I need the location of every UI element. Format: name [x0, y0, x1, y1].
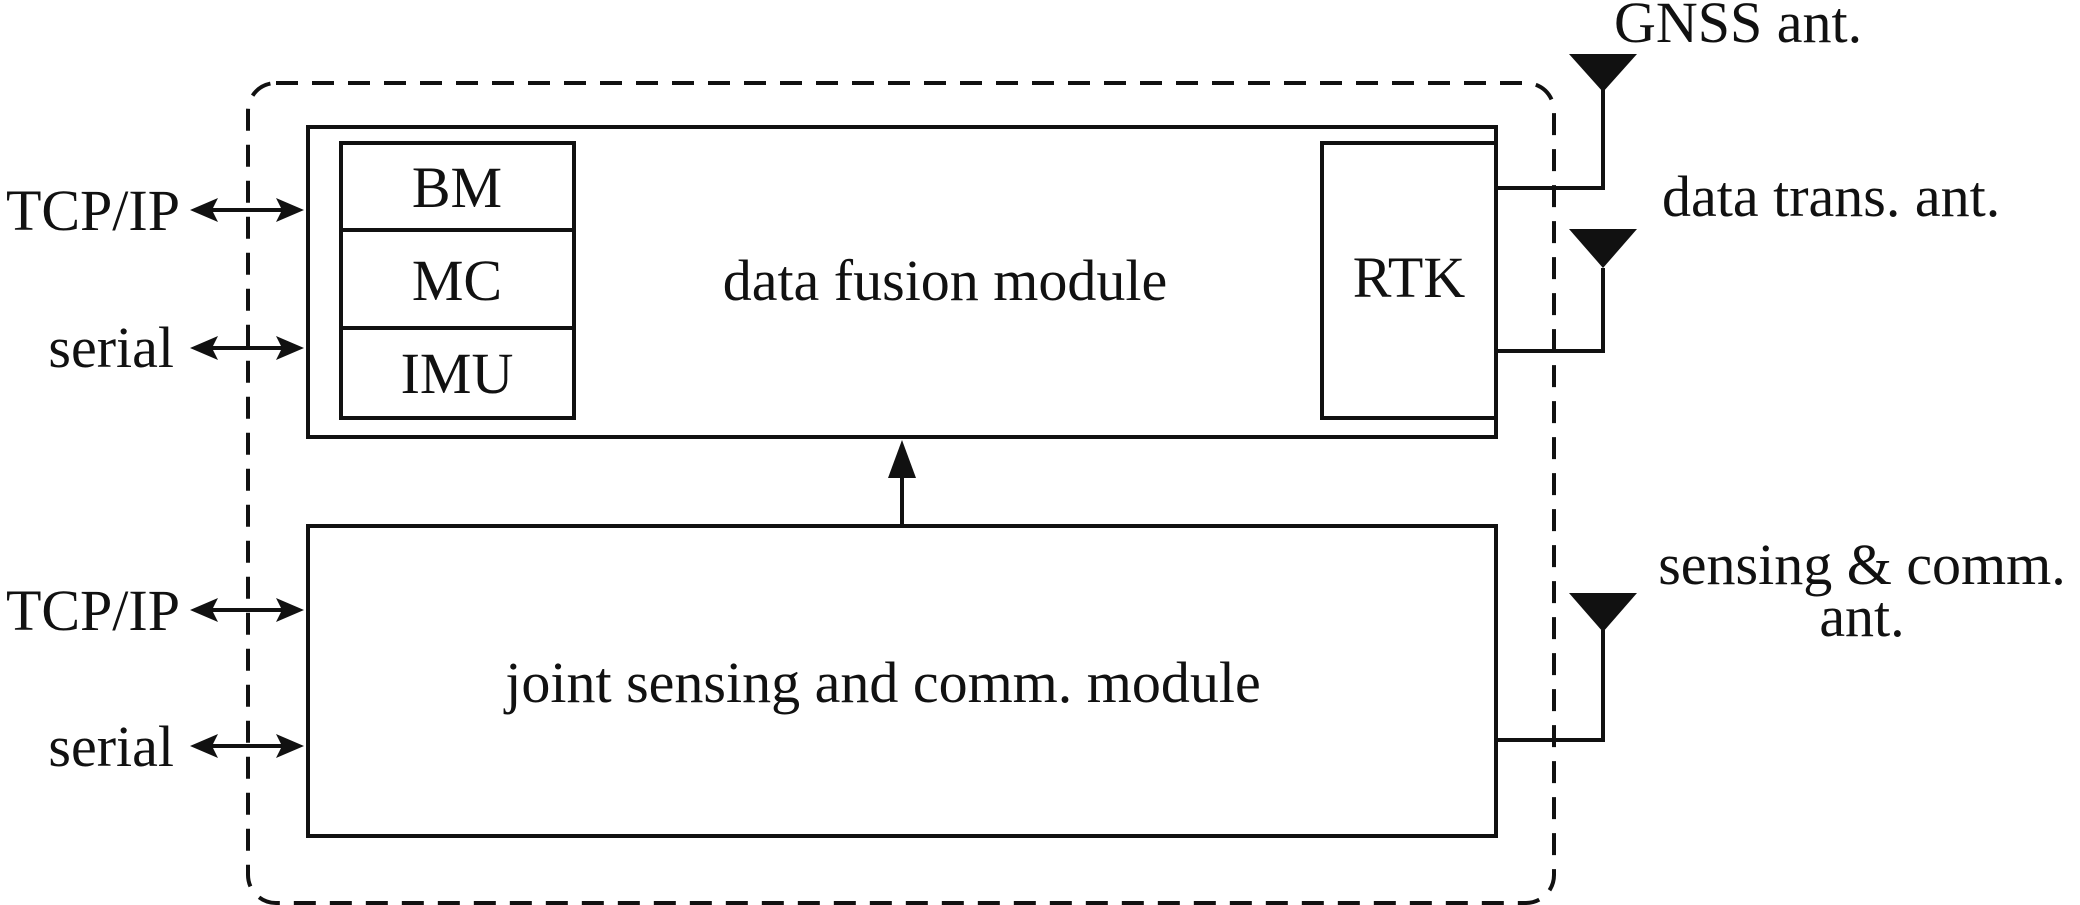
fusion-input-arrowhead — [888, 440, 916, 478]
interface-arrow-tcpip-bottom — [190, 598, 304, 622]
interface-serial-top: serial — [48, 315, 174, 380]
interface-tcpip-top: TCP/IP — [6, 178, 180, 243]
data-fusion-module-label: data fusion module — [723, 248, 1168, 313]
sensing-comm-antenna-label-line1: sensing & comm. — [1658, 532, 2066, 597]
sensing-comm-antenna — [1496, 593, 1637, 742]
joint-sensing-comm-module: joint sensing and comm. module — [306, 524, 1498, 838]
gnss-antenna-icon — [1569, 54, 1637, 92]
data-fusion-module: data fusion module BM MC IMU RTK — [306, 125, 1498, 439]
rtk-label: RTK — [1353, 245, 1466, 310]
interface-serial-bottom: serial — [48, 714, 174, 779]
joint-module-label: joint sensing and comm. module — [503, 650, 1261, 715]
submodule-imu: IMU — [401, 341, 514, 406]
submodule-stack-box — [339, 141, 576, 420]
sensing-comm-antenna-icon — [1569, 593, 1637, 632]
gnss-antenna — [1496, 54, 1637, 190]
gnss-antenna-label: GNSS ant. — [1614, 0, 1862, 55]
interface-tcpip-bottom: TCP/IP — [6, 578, 180, 643]
system-enclosure-dashed — [246, 81, 1556, 905]
data-trans-antenna — [1496, 229, 1637, 353]
submodule-mc: MC — [412, 248, 502, 313]
interface-arrow-serial-bottom — [190, 734, 304, 758]
submodule-bm: BM — [412, 155, 502, 220]
interface-arrow-tcpip-top — [190, 198, 304, 222]
rtk-box — [1320, 141, 1498, 420]
sensing-comm-antenna-label-line2: ant. — [1819, 584, 1904, 649]
data-trans-antenna-label: data trans. ant. — [1662, 164, 2000, 229]
interface-arrow-serial-top — [190, 336, 304, 360]
data-trans-antenna-icon — [1569, 229, 1637, 268]
